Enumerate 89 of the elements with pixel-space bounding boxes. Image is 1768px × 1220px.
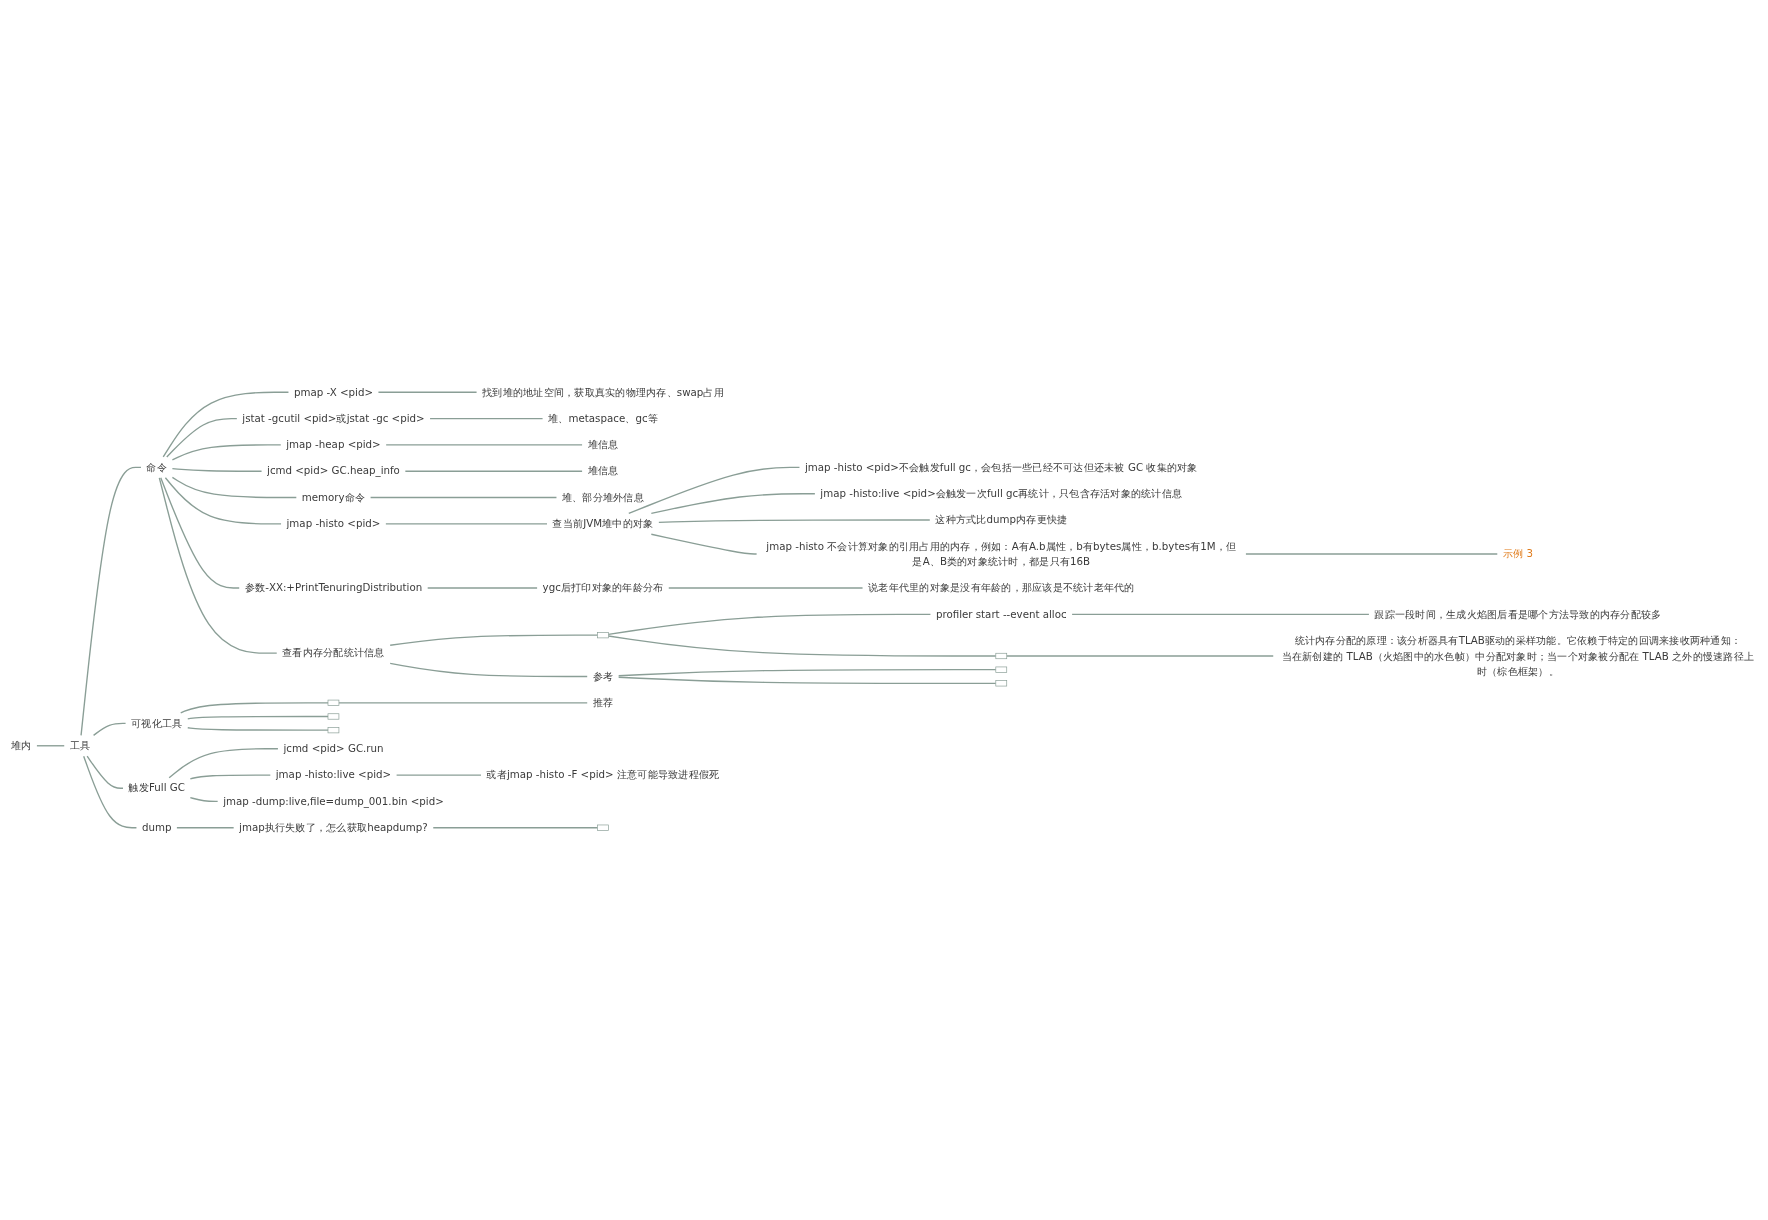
connector <box>171 468 263 472</box>
node-box <box>995 666 1008 673</box>
connector <box>1071 613 1370 615</box>
connector <box>171 476 297 499</box>
connector <box>607 635 997 657</box>
node-text: 这种方式比dump内存更快捷 <box>935 513 1068 526</box>
node-text: memory命令 <box>301 491 366 504</box>
connector <box>168 748 279 779</box>
node-text: 堆内 <box>10 739 32 752</box>
node-box <box>597 824 609 831</box>
node-text: 示例 3 <box>1502 547 1534 560</box>
node-text: 触发Full GC <box>128 781 185 795</box>
node-text: jcmd <pid> GC.heap_info <box>267 464 400 478</box>
node-text: 查看内存分配统计信息 <box>282 646 385 660</box>
node-text: profiler start --event alloc <box>935 607 1067 621</box>
connector <box>162 391 290 458</box>
node-text: jstat -gcutil <pid>或jstat -gc <pid> <box>242 412 425 425</box>
node-text: jmap -histo 不会计算对象的引用占用的内存，例如：A有A.b属性，b有bytes属性，b.bytes有1M，但是A、B类的对象统计时，都是只有16B <box>766 540 1237 568</box>
node-text: 推荐 <box>592 696 614 709</box>
connector <box>1245 553 1498 555</box>
connector <box>377 391 478 393</box>
connector <box>180 702 329 714</box>
node-text: jmap -histo <pid>不会触发full gc，会包括一些已经不可达但还未被 GC 收集的对象 <box>804 461 1198 474</box>
connector <box>166 417 238 458</box>
connector <box>189 774 271 780</box>
connector <box>650 533 758 555</box>
node-box <box>995 652 1008 660</box>
node-text: 或者jmap -histo -F <pid> 注意可能导致进程假死 <box>486 768 720 782</box>
connector <box>187 715 329 720</box>
connector <box>650 493 816 515</box>
node-text: 参考 <box>592 670 614 683</box>
connector <box>628 466 801 515</box>
connector <box>404 470 583 472</box>
node-text: 可视化工具 <box>131 716 183 730</box>
node-box <box>597 632 609 639</box>
node-text: 工具 <box>69 739 91 752</box>
node-text: 命令 <box>146 461 167 474</box>
connector <box>338 702 588 704</box>
connector <box>389 634 599 646</box>
connector <box>617 669 997 677</box>
node-text: jmap执行失败了，怎么获取heapdump? <box>239 821 428 834</box>
connector <box>389 662 588 678</box>
node-text: 堆、metaspace、gc等 <box>548 412 658 425</box>
connector <box>385 523 548 525</box>
node-text: pmap -X <pid> <box>293 385 373 399</box>
node-box <box>327 727 340 734</box>
node-text: ygc后打印对象的年龄分布 <box>542 581 664 594</box>
connector <box>176 827 235 829</box>
connector <box>385 444 583 446</box>
node-text: 说老年代里的对象是没有年龄的，那应该是不统计老年代的 <box>868 581 1135 594</box>
connector <box>86 755 124 789</box>
node-text: 堆、部分堆外信息 <box>561 491 644 504</box>
connector <box>607 613 932 636</box>
connector <box>160 477 240 589</box>
node-text: jmap -heap <pid> <box>286 438 381 451</box>
connector <box>164 477 282 525</box>
node-box <box>327 713 340 720</box>
node-text: jmap -histo:live <pid> <box>275 768 392 782</box>
node-text: 参数-XX:+PrintTenuringDistribution <box>244 581 423 594</box>
connector <box>658 519 931 523</box>
connector <box>429 417 544 420</box>
connector <box>36 745 65 747</box>
node-text: 找到堆的地址空间，获取真实的物理内存、swap占用 <box>482 385 724 399</box>
connector <box>92 722 127 737</box>
node-box <box>327 699 340 706</box>
connector <box>369 496 558 499</box>
connector <box>187 727 329 731</box>
connector <box>1006 655 1274 657</box>
connector <box>427 587 538 589</box>
node-text: 查当前JVM堆中的对象 <box>552 517 654 530</box>
connector <box>617 676 997 684</box>
node-text: 跟踪一段时间，生成火焰图后看是哪个方法导致的内存分配较多 <box>1374 607 1662 621</box>
connector <box>668 587 864 589</box>
connector <box>80 466 142 737</box>
node-text: 堆信息 <box>587 464 619 478</box>
connector <box>189 796 219 803</box>
node-text: 堆信息 <box>587 438 619 451</box>
connector <box>171 444 282 461</box>
connector <box>395 774 482 776</box>
node-text: 统计内存分配的原理：该分析器具有TLAB驱动的采样功能。它依赖于特定的回调来接收两种通知： 当在新创建的 TLAB（火焰图中的水色帧）中分配对象时；当一个对象被分配在 TLAB 之外的慢速路径上时（棕色框架）。 <box>1281 634 1755 678</box>
connector <box>432 827 599 829</box>
connector <box>83 755 138 829</box>
node-text: jcmd <pid> GC.run <box>283 742 384 755</box>
node-text: jmap -dump:live,file=dump_001.bin <pid> <box>223 795 444 808</box>
connector <box>158 477 278 654</box>
node-text: jmap -histo <pid> <box>286 517 381 530</box>
node-text: jmap -histo:live <pid>会触发一次full gc再统计，只包含存活对象的统计信息 <box>820 487 1183 500</box>
node-text: dump <box>141 821 172 834</box>
node-box <box>995 680 1008 687</box>
